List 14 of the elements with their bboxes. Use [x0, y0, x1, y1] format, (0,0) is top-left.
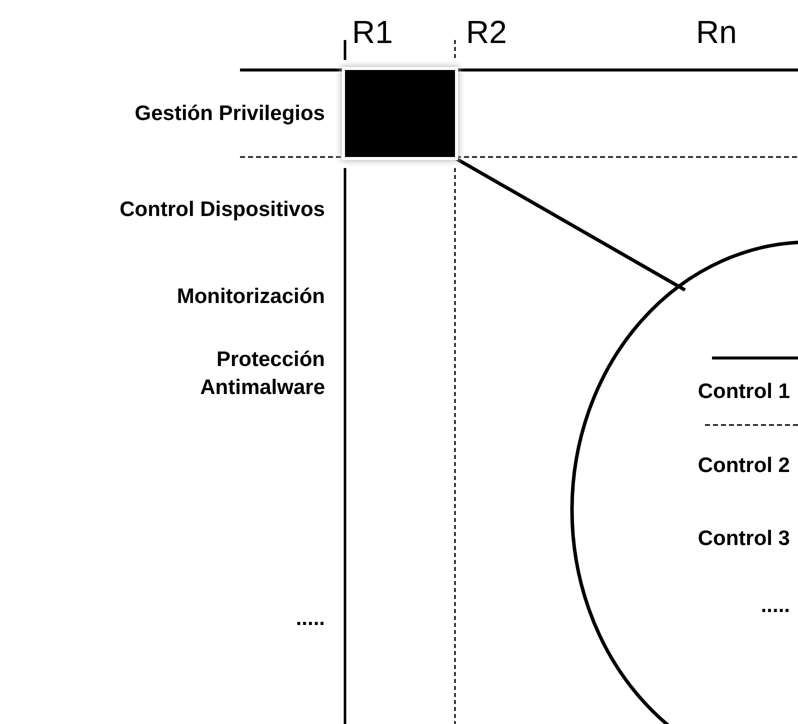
column-header: R1: [352, 14, 394, 51]
leader-line: [454, 156, 686, 292]
row-label: Gestión Privilegios: [134, 101, 325, 127]
column-header: R2: [466, 14, 508, 51]
row-label: Monitorización: [176, 284, 325, 310]
row-label: Control 2: [696, 453, 790, 479]
row-label: .....: [760, 593, 790, 619]
column-header: Rn: [696, 14, 738, 51]
filled-cell: [345, 70, 455, 157]
row-label: Protección Antimalware: [199, 347, 325, 401]
row-label: .....: [294, 606, 325, 632]
row-label: Control 3: [696, 526, 790, 552]
row-label: Control 1: [696, 379, 790, 405]
row-label: Control Dispositivos: [118, 197, 325, 223]
